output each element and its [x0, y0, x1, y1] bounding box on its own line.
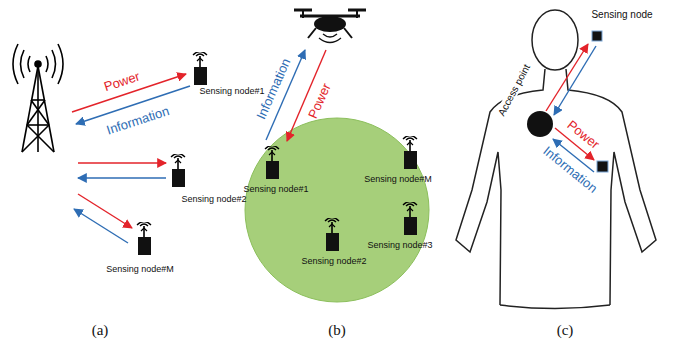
- panel-caption: (c): [557, 322, 574, 339]
- body-sensors: [527, 31, 608, 172]
- node-label: Sensing node#M: [106, 265, 174, 275]
- node-label: Sensing node#3: [367, 241, 432, 251]
- node-label: Sensing node#1: [199, 87, 264, 97]
- coverage-area: [245, 118, 429, 302]
- drone: [294, 10, 366, 43]
- power-label: Power: [564, 118, 602, 152]
- information-label: Information: [105, 104, 171, 138]
- sensing-node-icons: [137, 52, 207, 256]
- panel-caption: (b): [328, 322, 346, 339]
- panel-caption: (a): [92, 322, 109, 339]
- node-label: Sensing node#M: [364, 175, 432, 185]
- base-station-tower: [13, 44, 63, 152]
- human-body-outline: [456, 10, 656, 309]
- power-info-links: [72, 74, 190, 243]
- node-label: Sensing node: [589, 9, 654, 20]
- access-point-label: Access point: [495, 61, 533, 120]
- node-label: Sensing node#2: [301, 257, 366, 267]
- node-label: Sensing node#2: [181, 195, 246, 205]
- node-label: Sensing node#1: [243, 185, 308, 195]
